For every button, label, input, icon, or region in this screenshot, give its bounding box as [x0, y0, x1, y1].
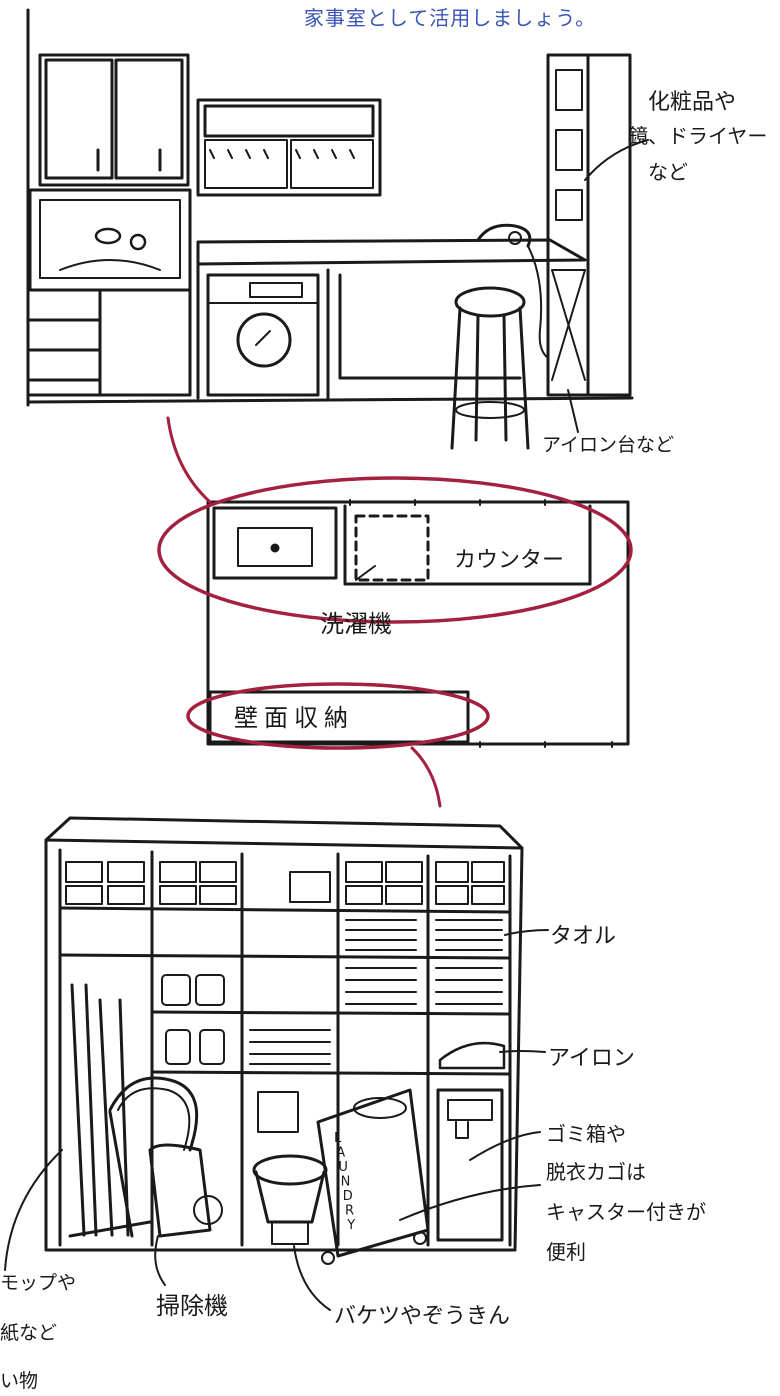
bins-leader-1 [469, 1131, 541, 1161]
top-scene [26, 8, 649, 450]
small-box [257, 1091, 299, 1133]
wall-cabinet [196, 98, 382, 197]
vacuum-leader [154, 1235, 166, 1286]
counter-highlight [157, 476, 633, 624]
faucet-knob-icon [94, 227, 122, 245]
jars [161, 974, 225, 1065]
laundry-basket [316, 1088, 430, 1265]
label-bucket: バケツやぞうきん [334, 1304, 511, 1329]
bins-leader-2 [399, 1184, 541, 1221]
connector-bottom [410, 746, 442, 808]
label-wall-storage: 壁面収納 [234, 704, 354, 732]
trash-bin [436, 1088, 504, 1242]
label-iron: アイロン [548, 1046, 635, 1071]
ironing-leader [567, 389, 579, 433]
iron-leader [499, 1050, 546, 1053]
laundry-letter: Y [346, 1218, 355, 1233]
floor-plan [157, 416, 633, 808]
laundry-letter: A [336, 1146, 345, 1161]
label-washer: 洗濯機 [320, 610, 392, 638]
label-mop-1: モップや [0, 1272, 77, 1294]
storage-scene [4, 816, 549, 1311]
cosmetics-leader [584, 139, 649, 181]
label-towel: タオル [550, 924, 617, 949]
bucket-leader [293, 1245, 331, 1311]
label-cosmetics-3: など [648, 160, 688, 184]
floor-line [26, 396, 634, 404]
label-bins-3: キャスター付きが [546, 1200, 706, 1224]
hair-dryer [476, 223, 549, 359]
washing-machine [206, 273, 320, 397]
label-mop-3: い物 [0, 1370, 39, 1392]
under-counter-cabinet [338, 273, 522, 380]
counter-top [196, 238, 587, 400]
laundry-letter: L [334, 1131, 342, 1146]
label-ironing-board: アイロン台など [542, 434, 675, 456]
laundry-letter: D [343, 1189, 353, 1204]
label-cosmetics-2: 鏡、ドライヤー [628, 124, 768, 148]
mop-leader [4, 1149, 63, 1271]
label-bins-4: 便利 [546, 1240, 586, 1264]
laundry-letter: U [338, 1160, 348, 1175]
towel-stacks [249, 919, 503, 1065]
upper-cabinet [38, 53, 190, 187]
label-vacuum: 掃除機 [156, 1292, 228, 1320]
tall-shelf [546, 53, 632, 397]
label-counter: カウンター [454, 548, 565, 573]
label-mop-2: 紙など [0, 1322, 58, 1344]
laundry-letter: R [345, 1204, 354, 1219]
label-cosmetics-1: 化粧品や [648, 90, 737, 115]
storage-highlight [186, 682, 490, 750]
laundry-letter: N [341, 1175, 351, 1190]
sink-vanity [28, 188, 192, 397]
towel-leader [504, 929, 549, 936]
washer-door-icon [236, 312, 292, 368]
vacuum [108, 1076, 223, 1238]
caption: 家事室として活用しましょう。 [303, 6, 597, 30]
washer-dashed-outline [354, 514, 430, 582]
stool [450, 286, 530, 450]
mops [68, 983, 152, 1238]
iron-icon [438, 1041, 506, 1070]
label-bins-1: ゴミ箱や [546, 1122, 626, 1146]
bucket [252, 1154, 328, 1245]
connector-top [166, 416, 212, 504]
label-bins-2: 脱衣カゴは [546, 1160, 646, 1184]
